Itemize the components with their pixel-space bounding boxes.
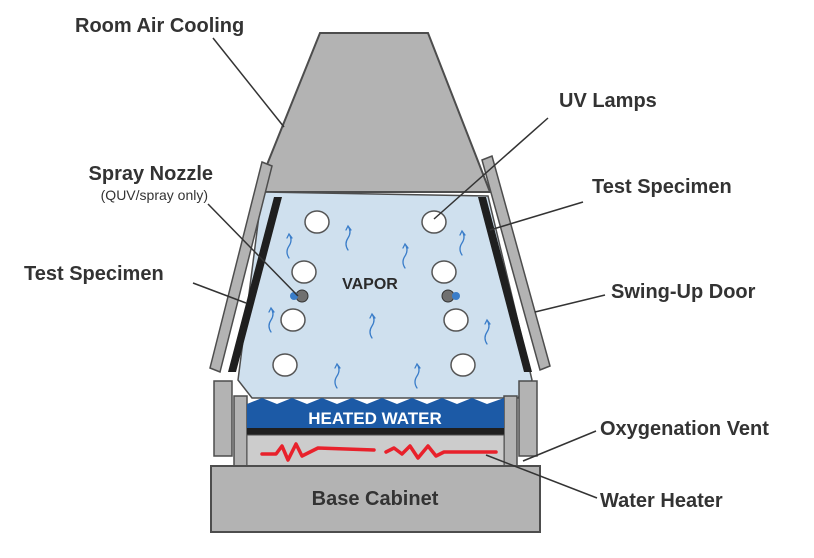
leader-lines (192, 37, 606, 499)
label-test-specimen-right: Test Specimen (592, 176, 732, 198)
test-specimen-left-panel (228, 197, 282, 372)
uv-lamp (431, 260, 457, 284)
heated-water (247, 398, 504, 428)
uv-lamp (450, 353, 476, 377)
vapor-wisp (402, 242, 409, 269)
label-heated-water: HEATED WATER (308, 409, 441, 428)
base-cabinet (210, 465, 541, 533)
label-test-specimen-left: Test Specimen (24, 263, 164, 285)
lower-wall-left-inner (233, 395, 248, 467)
uv-lamp (272, 353, 298, 377)
vapor-wisps (268, 224, 491, 389)
label-vapor: VAPOR (342, 276, 398, 293)
vapor-wisp (484, 318, 491, 345)
test-specimen-right-panel (478, 197, 532, 372)
lower-wall-right-outer (518, 380, 538, 457)
vapor-wisp (345, 224, 352, 251)
spray-nozzle-right (441, 289, 460, 303)
label-base-cabinet: Base Cabinet (312, 488, 439, 510)
vapor-wisp (286, 232, 293, 259)
label-uv-lamps: UV Lamps (559, 90, 657, 112)
leader-uv-lamps (433, 117, 549, 220)
leader-test-specimen-right (489, 201, 584, 231)
uv-lamp (304, 210, 330, 234)
label-room-air-cooling: Room Air Cooling (75, 15, 244, 37)
water-heater-element (384, 444, 498, 460)
uv-lamp (443, 308, 469, 332)
vapor-wisp (268, 306, 275, 333)
label-water-heater: Water Heater (600, 490, 723, 512)
vapor-wisp (369, 312, 376, 339)
vapor-wisp (334, 362, 341, 389)
vapor-wisp (414, 362, 421, 389)
label-oxygenation-vent: Oxygenation Vent (600, 418, 769, 440)
uv-lamp (291, 260, 317, 284)
swing-up-door-right (481, 154, 551, 372)
label-spray-nozzle-note: (QUV/spray only) (101, 187, 208, 203)
water-heater-element (260, 442, 376, 462)
uv-lamp (280, 308, 306, 332)
leader-room-air-cooling (212, 37, 285, 128)
swing-up-door-left (209, 160, 273, 374)
vapor-chamber (237, 191, 533, 399)
leader-water-heater (485, 454, 598, 499)
vapor-wisp (459, 229, 466, 256)
leader-swing-up-door (534, 294, 606, 313)
label-swing-up-door: Swing-Up Door (611, 281, 756, 303)
uv-lamps (272, 210, 476, 377)
uv-lamp (421, 210, 447, 234)
lower-wall-left-outer (213, 380, 233, 457)
leader-oxygenation-vent (522, 430, 597, 462)
leader-spray-nozzle (207, 203, 299, 297)
room-air-cooling-hood (254, 32, 492, 193)
lower-wall-right-inner (503, 395, 518, 467)
leader-test-specimen-left (192, 282, 247, 304)
water-tray (247, 428, 504, 435)
label-spray-nozzle: Spray Nozzle (89, 163, 213, 185)
